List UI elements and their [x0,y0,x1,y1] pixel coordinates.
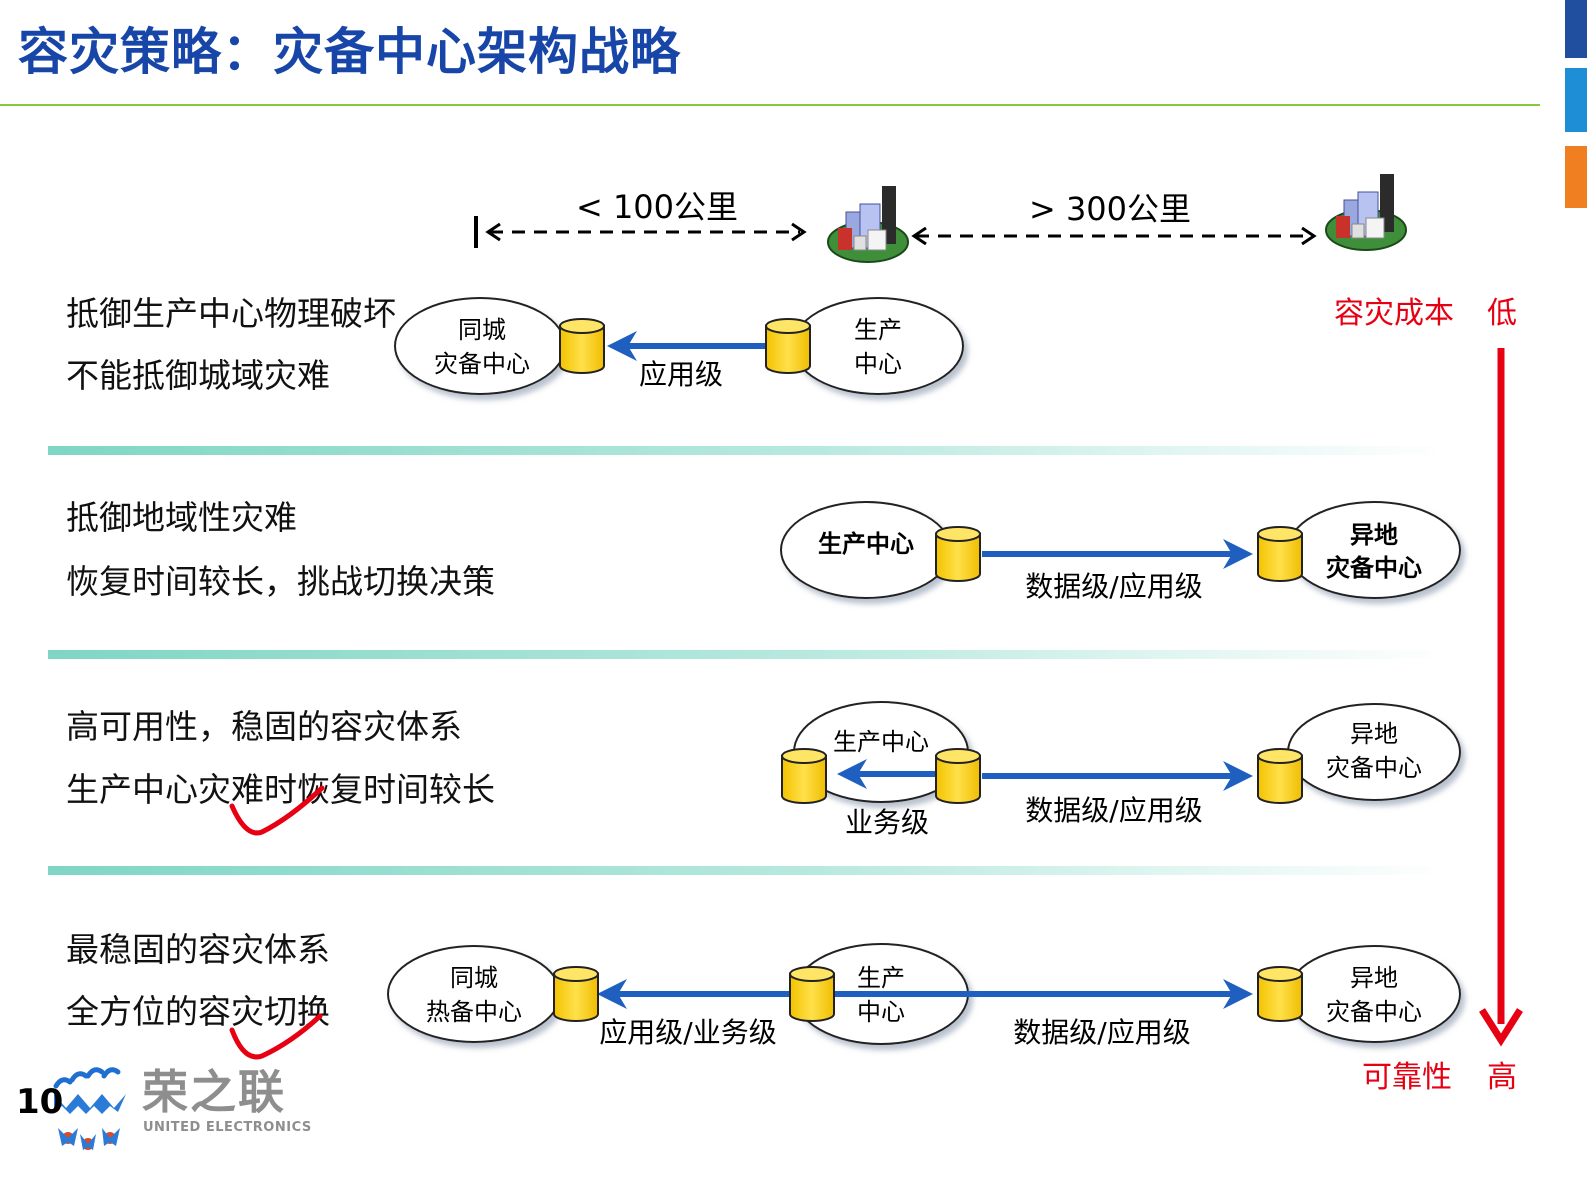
remote-backup-center-node [1287,703,1461,801]
database-icon [559,318,605,374]
local-backup-center-label-1: 同城 [458,316,506,344]
scenario-1-diagram: 同城 灾备中心 生产 中心 应用级 [394,297,964,395]
scenario-2-line-2: 恢复时间较长，挑战切换决策 [66,562,495,601]
data-app-level-label: 数据级/应用级 [1025,570,1202,603]
data-app-level-label: 数据级/应用级 [1025,794,1202,827]
remote-backup-center-node [1287,501,1461,599]
scenario-4-diagram: 同城 热备中心 生产 中心 异地 灾备中心 应用级/业务级 数据级/应用级 [387,943,1461,1049]
local-hot-standby-label-1: 同城 [450,964,498,992]
arrow-down-icon [1479,1008,1523,1047]
scenario-3-diagram: 生产中心 异地 灾备中心 业务级 数据级/应用级 [793,701,1461,839]
database-icon [765,318,811,374]
far-distance-label: > 300公里 [1029,190,1191,228]
local-hot-standby-node [387,945,561,1043]
remote-backup-center-label-1: 异地 [1350,964,1398,992]
production-center-label-1: 生产 [857,964,905,992]
remote-backup-center-label-1: 异地 [1350,521,1398,549]
distance-bar: < 100公里 > 300公里 [474,174,1407,263]
production-center-label-2: 中心 [857,998,905,1026]
database-icon [935,748,981,804]
remote-backup-center-label-2: 灾备中心 [1326,554,1422,582]
database-icon [1257,966,1303,1022]
logo-chinese-name: 荣之联 [142,1065,286,1119]
side-tab-navy [1565,0,1587,58]
database-icon [781,748,827,804]
scenario-separator [48,446,1448,455]
scenario-3-line-2: 生产中心灾难时恢复时间较长 [66,770,495,809]
side-tab-blue [1565,68,1587,132]
checkmark-icon [229,785,325,836]
united-electronics-logo [53,1067,126,1150]
scenario-1-line-1: 抵御生产中心物理破坏 [66,294,396,333]
database-icon [935,526,981,582]
page-title: 容灾策略：灾备中心架构战略 [18,23,681,81]
building-icon [827,186,909,263]
database-icon [789,966,835,1022]
production-center-node [792,297,964,395]
title-underline [0,104,1540,106]
disaster-cost-label: 容灾成本 [1334,296,1454,331]
scenario-1-line-2: 不能抵御城域灾难 [66,356,330,395]
local-hot-standby-label-2: 热备中心 [426,998,522,1026]
remote-backup-center-label-1: 异地 [1350,720,1398,748]
scenario-4-line-1: 最稳固的容灾体系 [66,930,330,969]
database-icon [1257,526,1303,582]
database-icons [553,318,1303,1022]
side-tab-orange [1565,146,1587,208]
remote-backup-center-label-2: 灾备中心 [1326,754,1422,782]
scenario-2-line-1: 抵御地域性灾难 [66,498,297,537]
production-center-label-1: 生产 [854,316,902,344]
reliability-label: 可靠性 [1362,1060,1452,1095]
app-business-level-label: 应用级/业务级 [599,1016,776,1049]
production-center-label: 生产中心 [818,530,914,558]
scenario-3-line-1: 高可用性，稳固的容灾体系 [66,707,462,746]
production-center-label-2: 中心 [854,350,902,378]
scenario-separator [48,650,1448,659]
near-distance-label: < 100公里 [576,188,738,226]
scale-high-label: 高 [1487,1060,1517,1095]
scenario-2-diagram: 生产中心 异地 灾备中心 数据级/应用级 [780,501,1461,603]
remote-backup-center-node [1287,945,1461,1043]
database-icon [553,966,599,1022]
building-icon [1325,174,1407,251]
scenario-separator [48,866,1448,875]
page-number: 10 [16,1082,64,1122]
logo-english-name: UNITED ELECTRONICS [143,1120,312,1135]
production-center-label: 生产中心 [833,728,929,756]
database-icon [1257,748,1303,804]
scale-low-label: 低 [1487,296,1517,331]
data-app-level-label: 数据级/应用级 [1013,1016,1190,1049]
business-level-label: 业务级 [845,806,929,839]
checkmark-icon [229,1013,323,1060]
remote-backup-center-label-2: 灾备中心 [1326,998,1422,1026]
local-backup-center-node [394,297,566,395]
app-level-label: 应用级 [639,358,723,391]
local-backup-center-label-2: 灾备中心 [434,350,530,378]
scenario-4-line-2: 全方位的容灾切换 [66,992,330,1031]
